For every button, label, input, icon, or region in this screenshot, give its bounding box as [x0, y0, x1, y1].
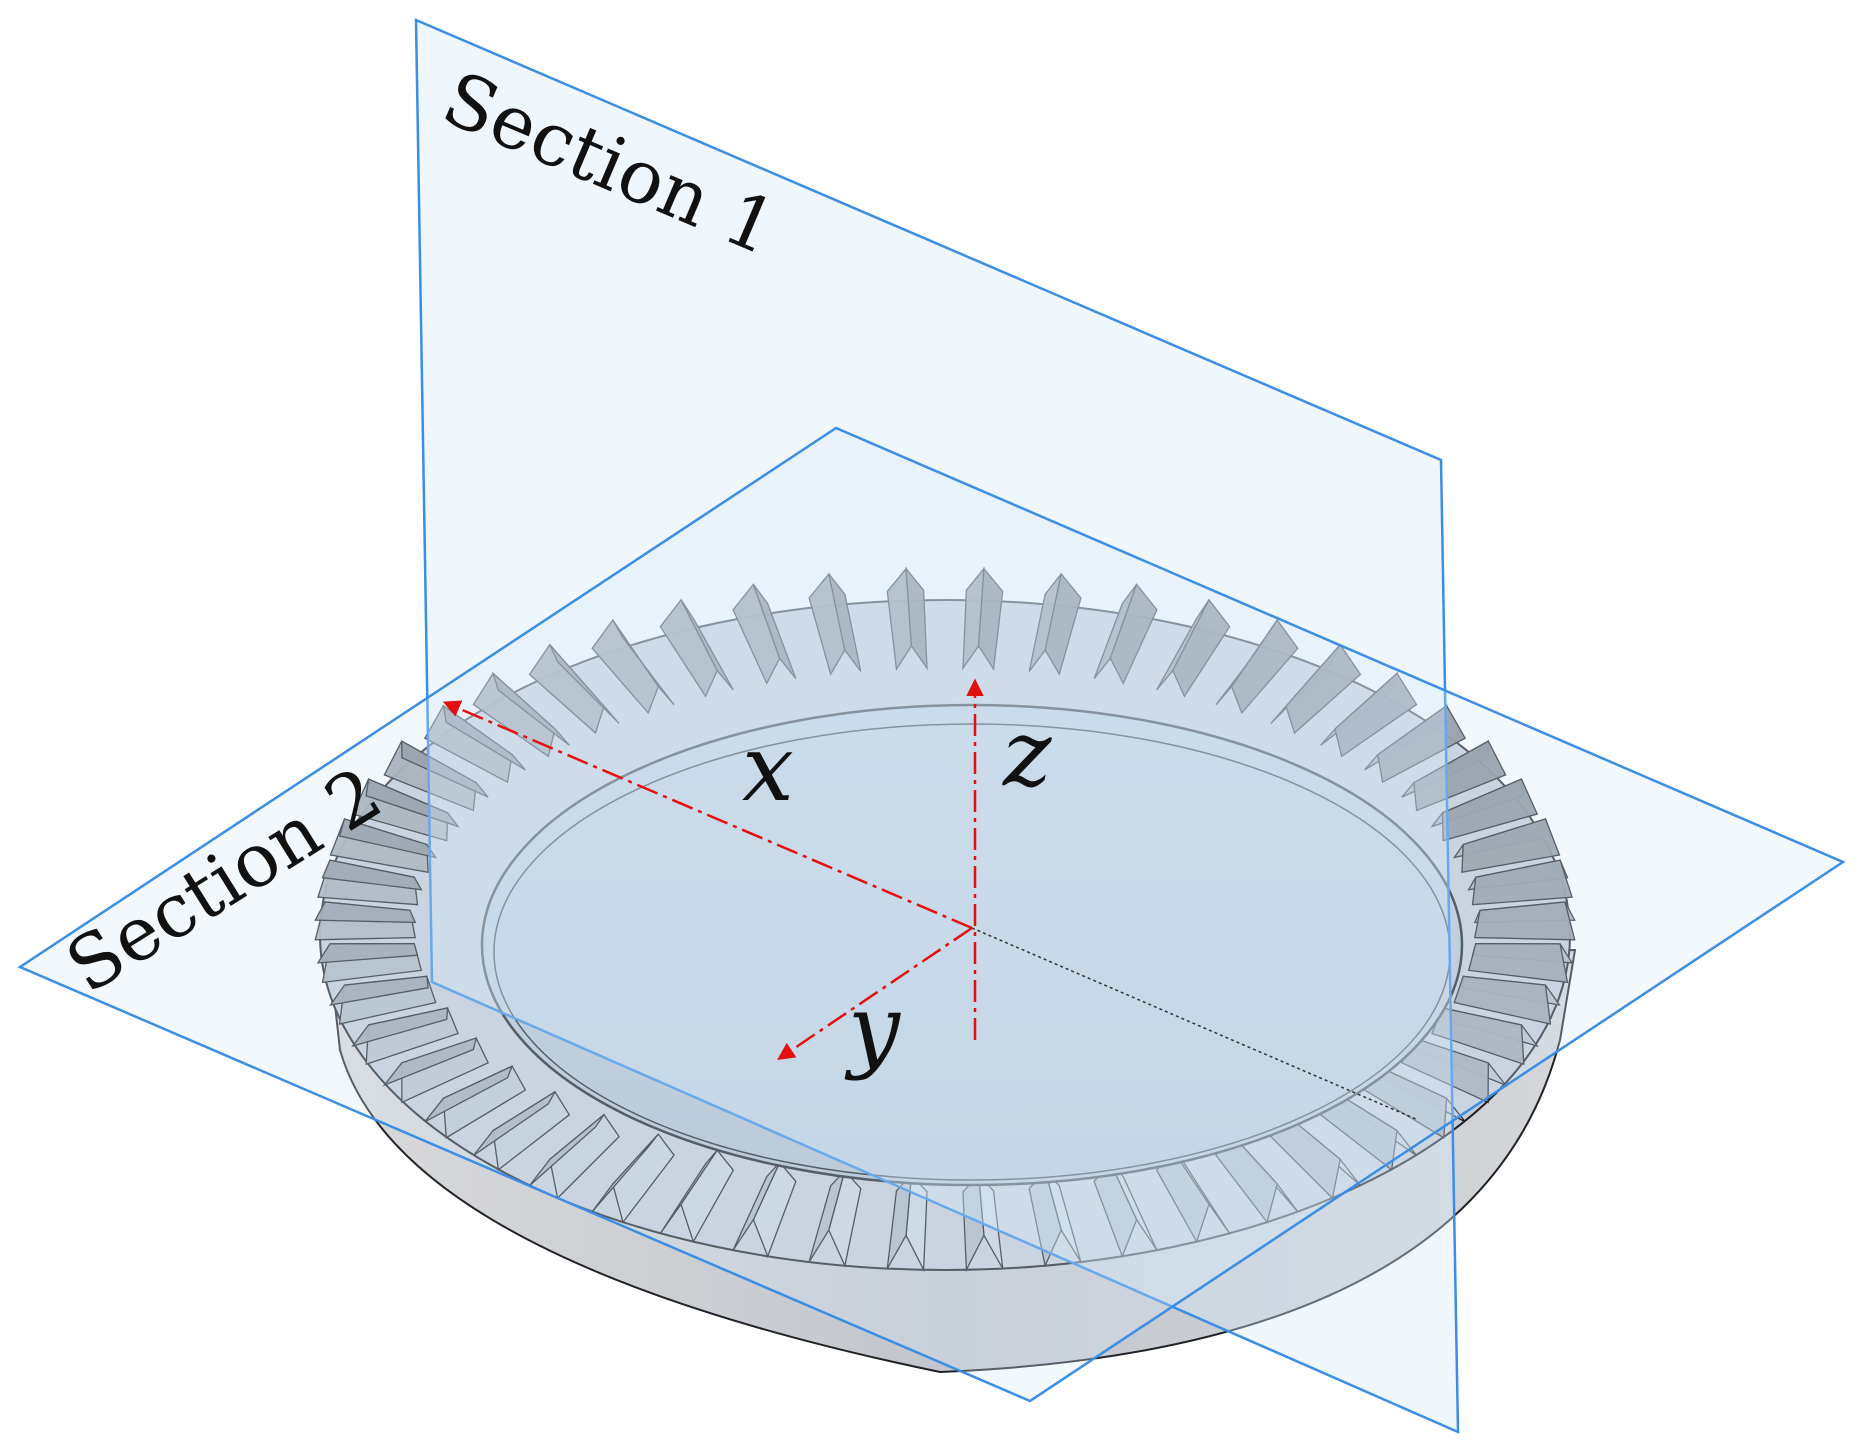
gear-tooth-flank [1473, 901, 1576, 941]
gear-tooth-flank [905, 566, 928, 671]
gear-tooth-flank [1431, 1007, 1525, 1066]
x-axis-label: x [742, 715, 794, 822]
gear-tooth-flank [1155, 1149, 1210, 1244]
gear-tooth-flank [828, 573, 862, 672]
gear-tooth-flank [752, 583, 797, 679]
gear-tooth-flank [424, 1064, 514, 1123]
gear-tooth-flank [1441, 778, 1539, 842]
gear-tooth-flank [1377, 704, 1467, 784]
x-axis-line [442, 700, 973, 930]
gear-inner-face [480, 703, 1464, 1187]
gear-tooth-flank [1334, 672, 1418, 758]
gear-tooth-flank [1413, 740, 1507, 812]
gear-tooth-flank [1285, 643, 1362, 735]
gear-tooth-flank [1270, 1113, 1341, 1200]
gear-tooth-flank [977, 566, 1004, 671]
gear-tooth-flank [1044, 572, 1082, 676]
z-axis-label: z [1002, 700, 1052, 807]
gear-tooth-flank [591, 1133, 659, 1213]
gear-tooth-flank [314, 901, 417, 924]
section-intersection-line [971, 927, 1419, 1121]
gear-tooth-flank [338, 818, 438, 859]
gear-tooth-flank [1093, 1161, 1138, 1259]
gear-tooth-flank [1172, 598, 1231, 698]
gear-tooth-flank [1215, 1133, 1278, 1224]
coordinate-axes [442, 678, 984, 1060]
gear-tooth-flank [321, 859, 423, 891]
gear-tooth-flank [1230, 618, 1299, 715]
gear-tooth-flank [612, 619, 675, 706]
gear-tooth-flank [1471, 859, 1573, 906]
gear-tooth-flank [1467, 942, 1569, 984]
gear-tooth-flank [472, 1091, 556, 1157]
section-2-plane [17, 426, 1846, 1403]
gear-tooth-flank [1400, 1037, 1489, 1104]
gear-tooth-flank [365, 778, 460, 828]
gear-tooth-flank [351, 1007, 449, 1048]
gear-tooth-flank [382, 1037, 478, 1087]
gear-tooth-flank [329, 975, 429, 1006]
gear-teeth [314, 566, 1576, 1273]
gear-tooth-flank [401, 739, 489, 798]
gear-tooth-flank [549, 644, 620, 724]
gear-tooth-flank [1109, 583, 1158, 685]
section-1-plane [414, 18, 1460, 1434]
gear-tooth-flank [962, 1173, 985, 1273]
gear-tooth-flank [659, 1149, 718, 1234]
gear-tooth-flank [442, 704, 526, 771]
gear-tooth-flank [529, 1114, 605, 1187]
y-axis-label: y [844, 975, 901, 1082]
gear-tooth-flank [1453, 975, 1552, 1025]
y-axis-line [777, 926, 973, 1060]
gear-tooth-flank [316, 942, 419, 964]
gear-tooth-flank [886, 1173, 913, 1269]
gear-tooth-flank [1461, 818, 1561, 873]
gear-tooth-flank [680, 599, 734, 691]
gear-tooth-flank [808, 1170, 846, 1263]
gear-tooth-flank [491, 671, 570, 746]
gear-tooth-flank [732, 1161, 781, 1251]
